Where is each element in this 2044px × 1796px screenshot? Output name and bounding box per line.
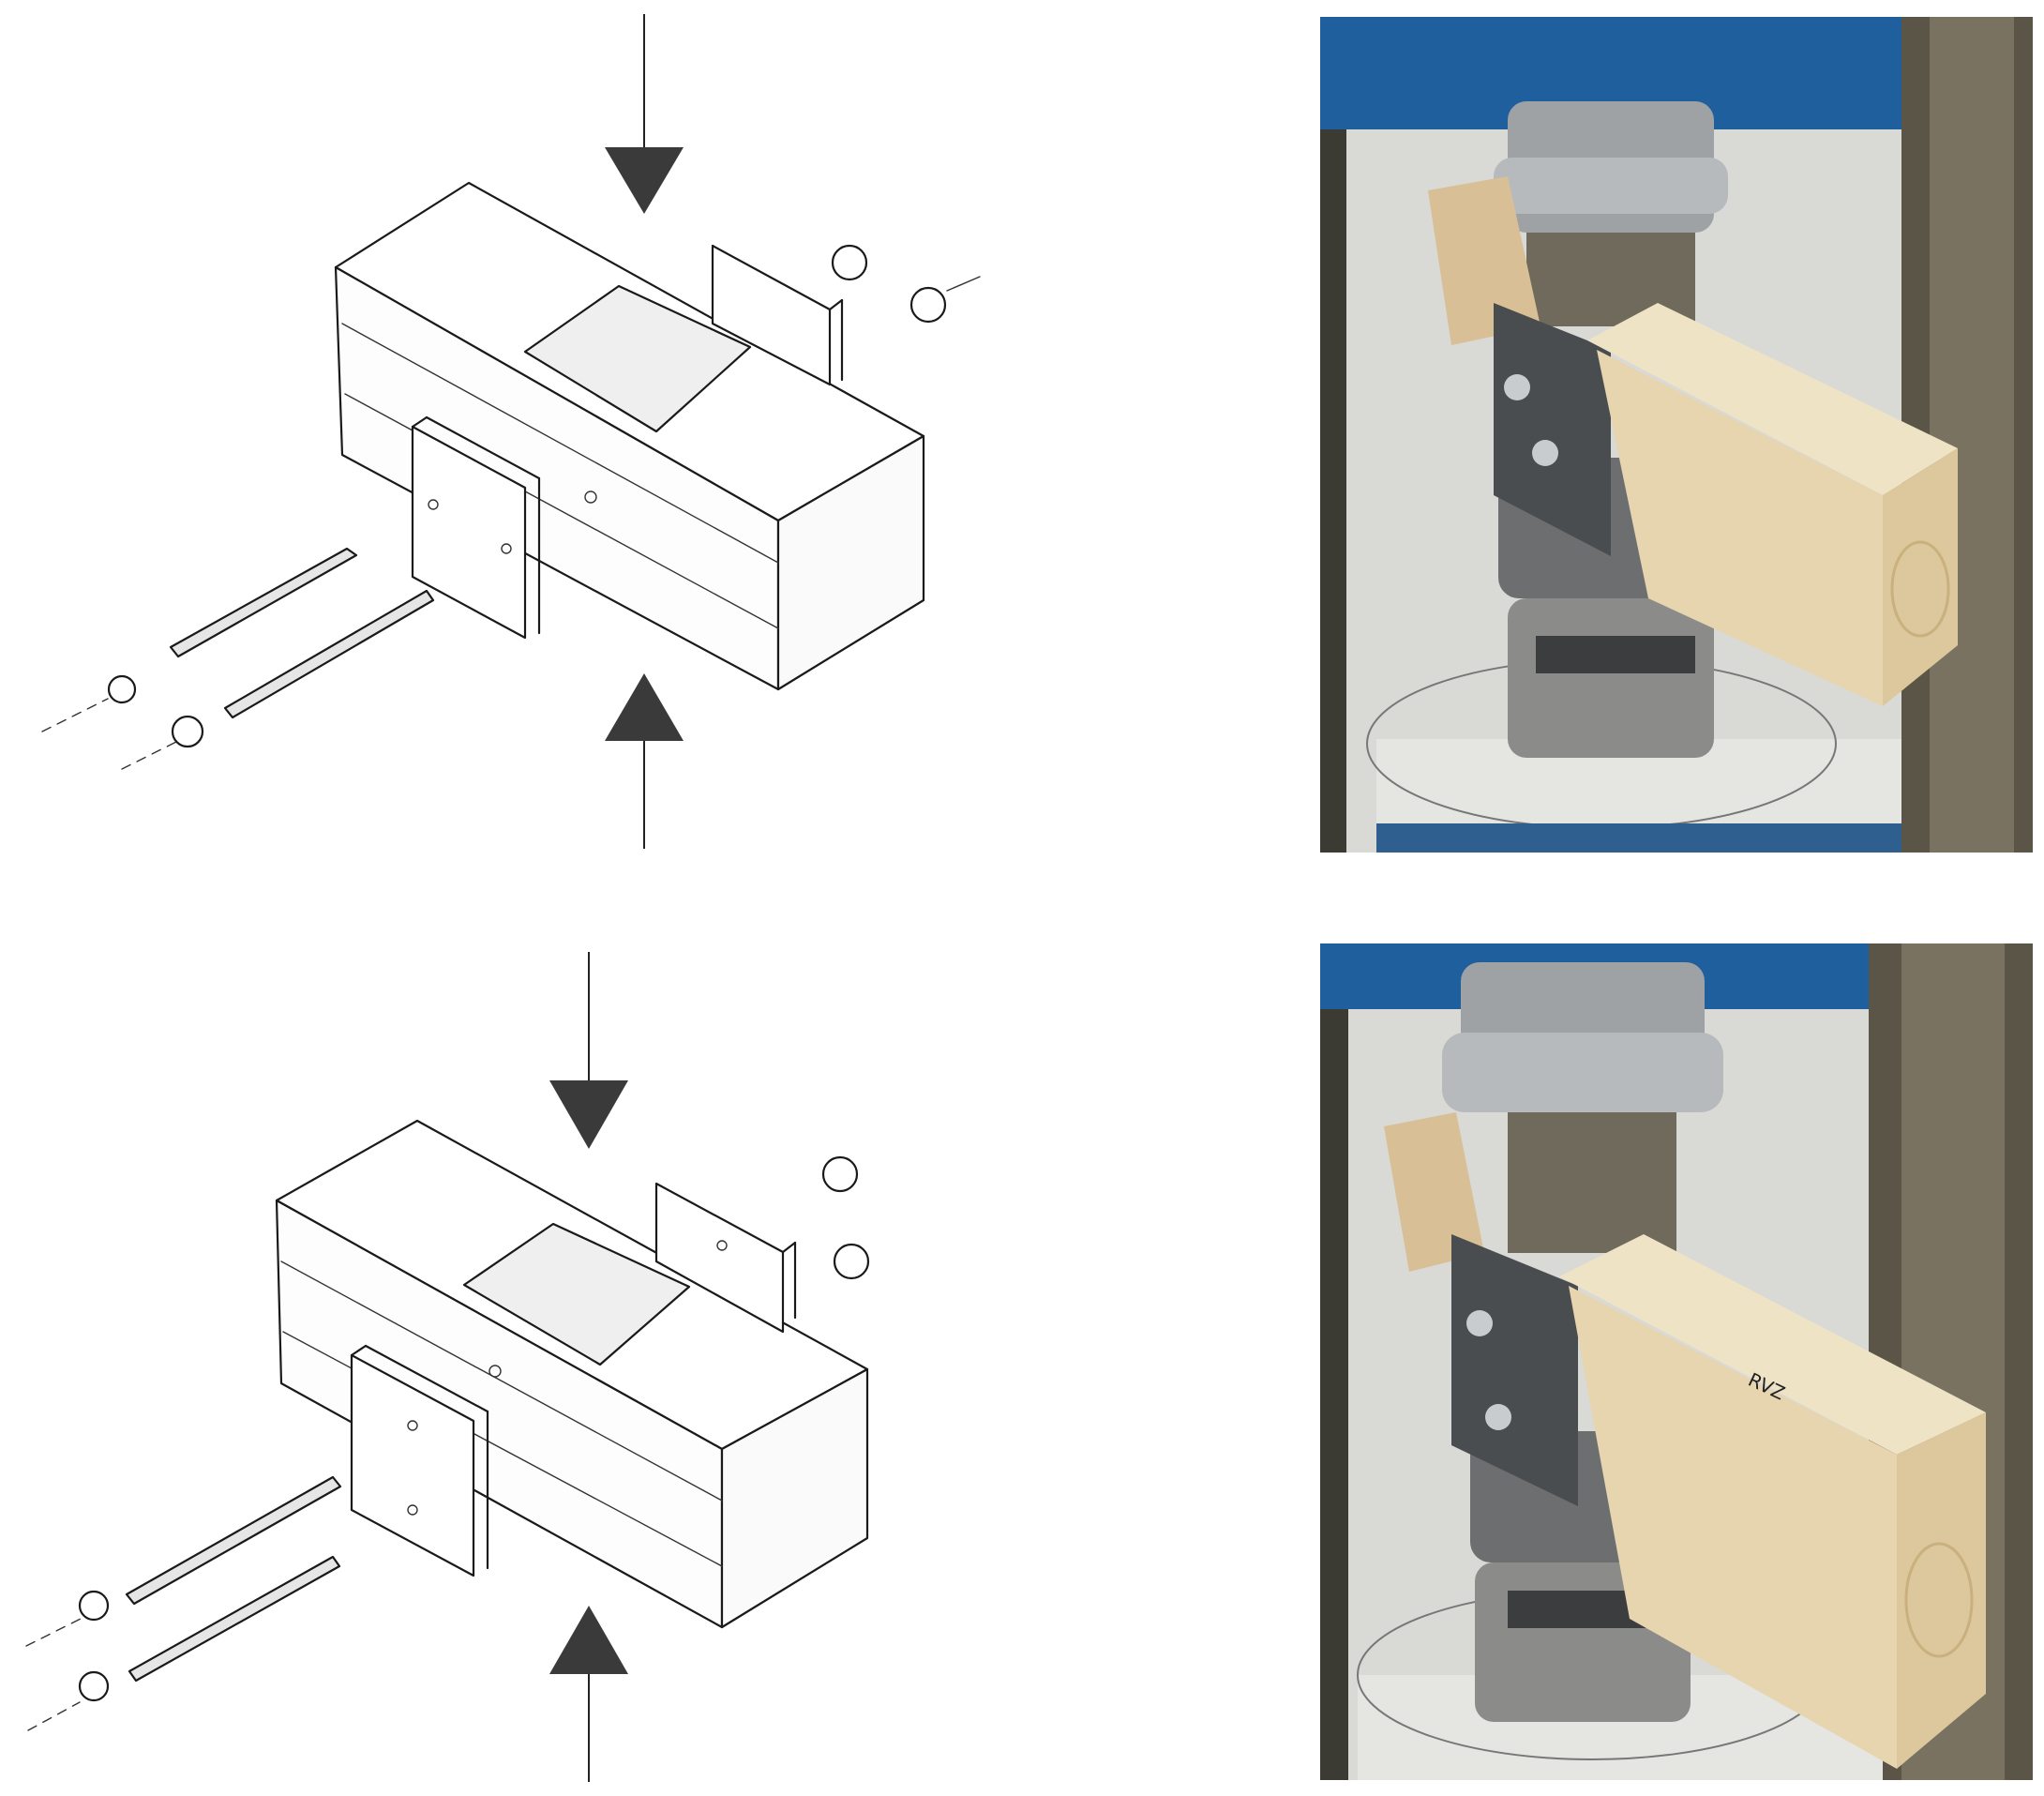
dowel-pins bbox=[125, 1475, 342, 1683]
fastener-nuts bbox=[107, 244, 947, 748]
notch-recess bbox=[523, 284, 752, 433]
assembly-axis-lines bbox=[25, 1617, 83, 1731]
load-arrow-down bbox=[605, 14, 684, 214]
sketch-bottom-drawing bbox=[25, 952, 870, 1782]
steel-plate-back bbox=[654, 1182, 797, 1334]
sketch-top-drawing bbox=[41, 14, 981, 849]
timber-end-back bbox=[1428, 176, 1541, 345]
load-arrow-up bbox=[605, 673, 684, 849]
steel-side-plate bbox=[1451, 1234, 1578, 1506]
timber-specimen bbox=[1559, 1234, 1986, 1769]
test-setup-photo-bottom: RVZ bbox=[1320, 943, 2033, 1780]
exploded-assembly-sketch-top bbox=[0, 0, 1031, 872]
notch-recess bbox=[462, 1222, 691, 1366]
steel-plate-back bbox=[711, 244, 844, 386]
timber-specimen bbox=[1587, 303, 1958, 706]
steel-platen-upper bbox=[1494, 101, 1728, 326]
assembly-axis-lines bbox=[41, 276, 981, 770]
steel-platen-upper bbox=[1442, 962, 1723, 1253]
steel-plate-front bbox=[350, 1344, 502, 1577]
fastener-nuts bbox=[78, 1155, 870, 1702]
photo-top-illustration bbox=[1320, 17, 2033, 853]
load-arrow-up bbox=[549, 1606, 628, 1782]
load-arrow-down bbox=[549, 952, 628, 1149]
steel-side-plate bbox=[1494, 303, 1611, 556]
photo-bottom-illustration: RVZ bbox=[1320, 943, 2033, 1780]
test-setup-photo-top bbox=[1320, 17, 2033, 853]
dowel-pins bbox=[169, 547, 435, 719]
steel-plate-front bbox=[411, 415, 597, 640]
timber-end-back bbox=[1384, 1112, 1484, 1272]
exploded-assembly-sketch-bottom bbox=[0, 938, 1031, 1796]
